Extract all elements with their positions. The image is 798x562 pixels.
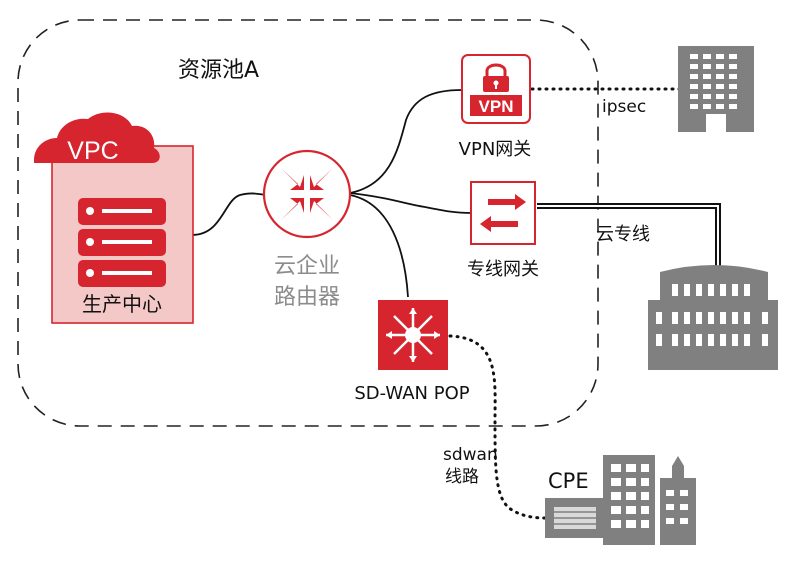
ipsec-label: ipsec (602, 97, 646, 117)
sdwan-pop-label: SD-WAN POP (354, 383, 469, 404)
leased-line-link (537, 203, 721, 278)
router-icon (262, 149, 352, 239)
link-router-sdwan (349, 194, 409, 298)
router-label-1: 云企业 (274, 254, 340, 279)
cloud-icon (34, 112, 160, 163)
cpe-device-icon (545, 498, 605, 538)
vpn-gateway: VPN VPN网关 (459, 54, 532, 160)
sdwan-pop: SD-WAN POP (354, 300, 470, 404)
sdwan-star-icon (386, 308, 440, 362)
server-rack-icon (78, 198, 166, 287)
cpe-building-icon (603, 455, 696, 545)
vpn-gateway-label: VPN网关 (459, 139, 532, 160)
leased-line-gateway: 专线网关 (467, 181, 539, 280)
router-label-2: 路由器 (274, 285, 340, 310)
sdwan-link-label-1: sdwan (443, 445, 498, 465)
leased-gateway-label: 专线网关 (467, 259, 539, 280)
sdwan-link-label-2: 线路 (445, 467, 479, 487)
link-vpc-router (191, 192, 267, 236)
router-arrows (281, 168, 333, 220)
datacenter-label: 生产中心 (82, 292, 162, 316)
leased-line-label: 云专线 (596, 224, 650, 245)
resource-pool-label: 资源池A (178, 58, 259, 83)
cpe-label: CPE (548, 469, 589, 493)
building-icon (678, 46, 754, 132)
switch-icon (470, 181, 536, 245)
router-links (191, 89, 473, 298)
vpn-icon-text: VPN (479, 97, 514, 116)
resource-pool-boundary (17, 19, 599, 427)
lock-icon (483, 63, 509, 92)
cloud-enterprise-router: 云企业 路由器 (262, 149, 352, 310)
link-router-vpn (349, 89, 463, 194)
sdwan-link (448, 334, 547, 520)
office-building-icon (648, 265, 778, 370)
link-router-leased (349, 192, 473, 214)
vpc-label: VPC (67, 137, 118, 165)
vpc-production-center: VPC 生产中心 (34, 112, 194, 324)
